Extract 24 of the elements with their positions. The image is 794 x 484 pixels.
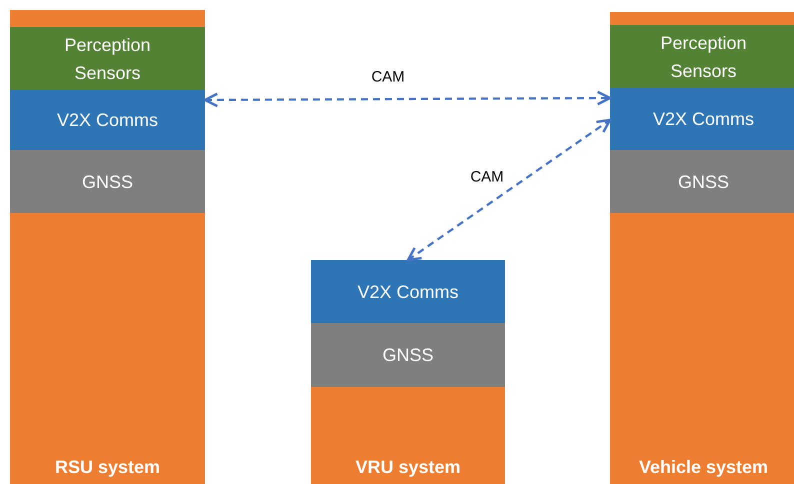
layer-label: Perception Sensors — [659, 32, 748, 82]
gnss-layer — [10, 150, 205, 213]
sensor-layer — [10, 27, 205, 90]
system-column — [10, 10, 205, 484]
layer-label: V2X Comms — [56, 109, 160, 132]
arrow — [406, 118, 612, 262]
system-label: RSU system — [54, 457, 160, 478]
comms-layer — [10, 90, 205, 150]
arrow — [204, 90, 612, 108]
layer-label: V2X Comms — [652, 108, 756, 131]
gnss-layer — [311, 323, 505, 387]
gnss-layer — [610, 150, 794, 213]
comms-layer — [311, 260, 505, 323]
layer-label: GNSS — [676, 170, 730, 194]
system-label: Vehicle system — [638, 457, 768, 478]
layer-label: Perception Sensors — [63, 34, 152, 84]
layer-label: V2X Comms — [356, 280, 460, 304]
layer-label: GNSS — [80, 170, 134, 194]
sensor-layer — [610, 25, 794, 88]
system-label: VRU system — [355, 457, 461, 478]
system-column — [610, 12, 794, 484]
system-column — [311, 260, 505, 484]
comms-layer — [610, 88, 794, 150]
layer-label: GNSS — [381, 344, 434, 367]
